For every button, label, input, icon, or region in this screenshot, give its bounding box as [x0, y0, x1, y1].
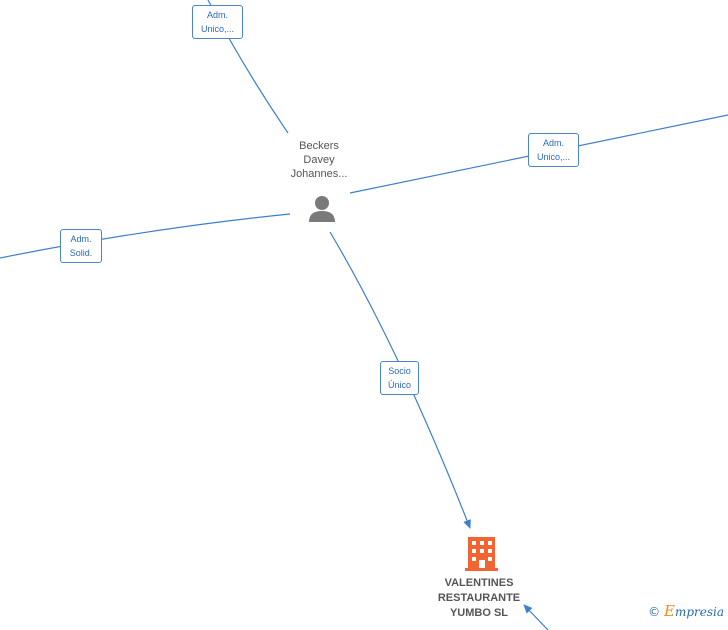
edge-label-socio[interactable]: Socio Único [380, 361, 419, 395]
brand-name: mpresia [674, 605, 724, 619]
edge-label-left[interactable]: Adm. Solid. [60, 229, 102, 263]
person-icon[interactable] [309, 196, 335, 222]
brand-initial: E [663, 602, 675, 620]
empresia-brand: © Empresia [648, 602, 724, 620]
edge-incoming-company [523, 604, 549, 630]
copyright-symbol: © [648, 605, 661, 619]
building-icon[interactable] [465, 537, 498, 571]
edge-label-right[interactable]: Adm. Unico,... [528, 133, 579, 167]
company-name-label[interactable]: VALENTINES RESTAURANTE YUMBO SL [437, 577, 521, 619]
edge-label-top[interactable]: Adm. Unico,... [192, 5, 243, 39]
person-name-label[interactable]: Beckers Davey Johannes... [290, 140, 348, 180]
edge-left [0, 213, 291, 259]
